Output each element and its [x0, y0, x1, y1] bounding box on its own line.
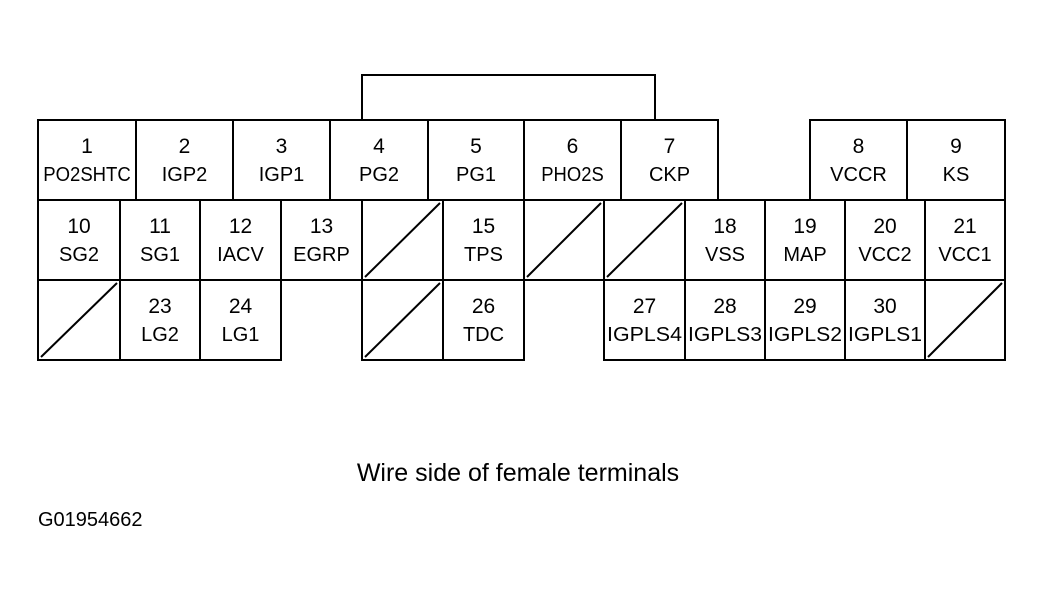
blank-terminal-slash: [40, 282, 118, 358]
terminal-cell: [119, 279, 201, 361]
terminal-number: 24: [229, 295, 253, 318]
terminal-cell: [442, 199, 525, 281]
terminal-cell: [119, 199, 201, 281]
terminal-cell: [199, 199, 282, 281]
terminal-number: 21: [953, 215, 976, 238]
terminal-signal-label: TPS: [464, 244, 503, 266]
terminal-cell: [37, 119, 137, 201]
terminal-number: 30: [873, 295, 896, 318]
terminal-signal-label: IGPLS2: [768, 324, 842, 346]
terminal-number: 23: [148, 295, 171, 318]
terminal-number: 11: [149, 215, 171, 238]
terminal-signal-label: PHO2S: [541, 164, 604, 186]
terminal-cell: [844, 279, 926, 361]
terminal-cell: [603, 279, 686, 361]
terminal-signal-label: PG1: [456, 164, 496, 186]
terminal-cell: [809, 119, 908, 201]
terminal-signal-label: IGPLS3: [688, 324, 762, 346]
terminal-signal-label: IGPLS1: [848, 324, 922, 346]
terminal-signal-label: EGRP: [293, 244, 350, 266]
terminal-number: 20: [873, 215, 896, 238]
terminal-cell: [232, 119, 331, 201]
terminal-number: 6: [567, 135, 579, 158]
terminal-number: 18: [713, 215, 736, 238]
blank-terminal-slash: [364, 202, 441, 278]
terminal-number: 26: [472, 295, 495, 318]
terminal-number: 4: [373, 135, 385, 158]
terminal-cell: [844, 199, 926, 281]
terminal-number: 12: [229, 215, 252, 238]
terminal-number: 3: [276, 135, 288, 158]
terminal-number: 13: [310, 215, 333, 238]
terminal-signal-label: IGPLS4: [607, 324, 682, 346]
terminal-number: 29: [793, 295, 816, 318]
terminal-signal-label: PO2SHTC: [43, 164, 131, 186]
terminal-number: 10: [67, 215, 90, 238]
terminal-signal-label: SG2: [59, 244, 99, 266]
terminal-cell: [684, 279, 766, 361]
terminal-number: 5: [470, 135, 482, 158]
blank-terminal-slash: [364, 282, 441, 358]
terminal-signal-label: VSS: [705, 244, 745, 266]
terminal-cell: [906, 119, 1006, 201]
terminal-cell: [764, 279, 846, 361]
blank-terminal-slash: [526, 202, 602, 278]
terminal-cell: [199, 279, 282, 361]
terminal-signal-label: IACV: [217, 244, 264, 266]
terminal-cell: [442, 279, 525, 361]
terminal-number: 28: [713, 295, 736, 318]
terminal-signal-label: LG2: [141, 324, 179, 346]
terminal-signal-label: VCC2: [858, 244, 911, 266]
terminal-signal-label: MAP: [783, 244, 826, 266]
diagram-caption: Wire side of female terminals: [357, 459, 679, 487]
connector-lock-tab: [361, 74, 656, 120]
terminal-number: 15: [472, 215, 495, 238]
terminal-cell: [427, 119, 525, 201]
terminal-signal-label: LG1: [222, 324, 260, 346]
terminal-signal-label: IGP1: [259, 164, 305, 186]
terminal-cell: [329, 119, 429, 201]
terminal-number: 1: [81, 135, 93, 158]
terminal-cell: [280, 199, 363, 281]
terminal-signal-label: VCCR: [830, 164, 887, 186]
terminal-cell: [135, 119, 234, 201]
terminal-number: 7: [664, 135, 676, 158]
terminal-number: 19: [793, 215, 816, 238]
terminal-number: 8: [853, 135, 865, 158]
terminal-signal-label: CKP: [649, 164, 690, 186]
terminal-number: 2: [179, 135, 191, 158]
terminal-number: 9: [950, 135, 962, 158]
terminal-cell: [924, 199, 1006, 281]
terminal-signal-label: KS: [943, 164, 970, 186]
terminal-signal-label: IGP2: [162, 164, 208, 186]
figure-id: G01954662: [38, 509, 143, 531]
terminal-signal-label: SG1: [140, 244, 180, 266]
terminal-cell: [684, 199, 766, 281]
terminal-signal-label: PG2: [359, 164, 399, 186]
terminal-cell: [764, 199, 846, 281]
terminal-cell: [620, 119, 719, 201]
terminal-number: 27: [633, 295, 656, 318]
terminal-signal-label: TDC: [463, 324, 504, 346]
terminal-signal-label: VCC1: [938, 244, 991, 266]
blank-terminal-slash: [927, 282, 1003, 358]
blank-terminal-slash: [606, 202, 683, 278]
terminal-cell: [37, 199, 121, 281]
terminal-cell: [523, 119, 622, 201]
